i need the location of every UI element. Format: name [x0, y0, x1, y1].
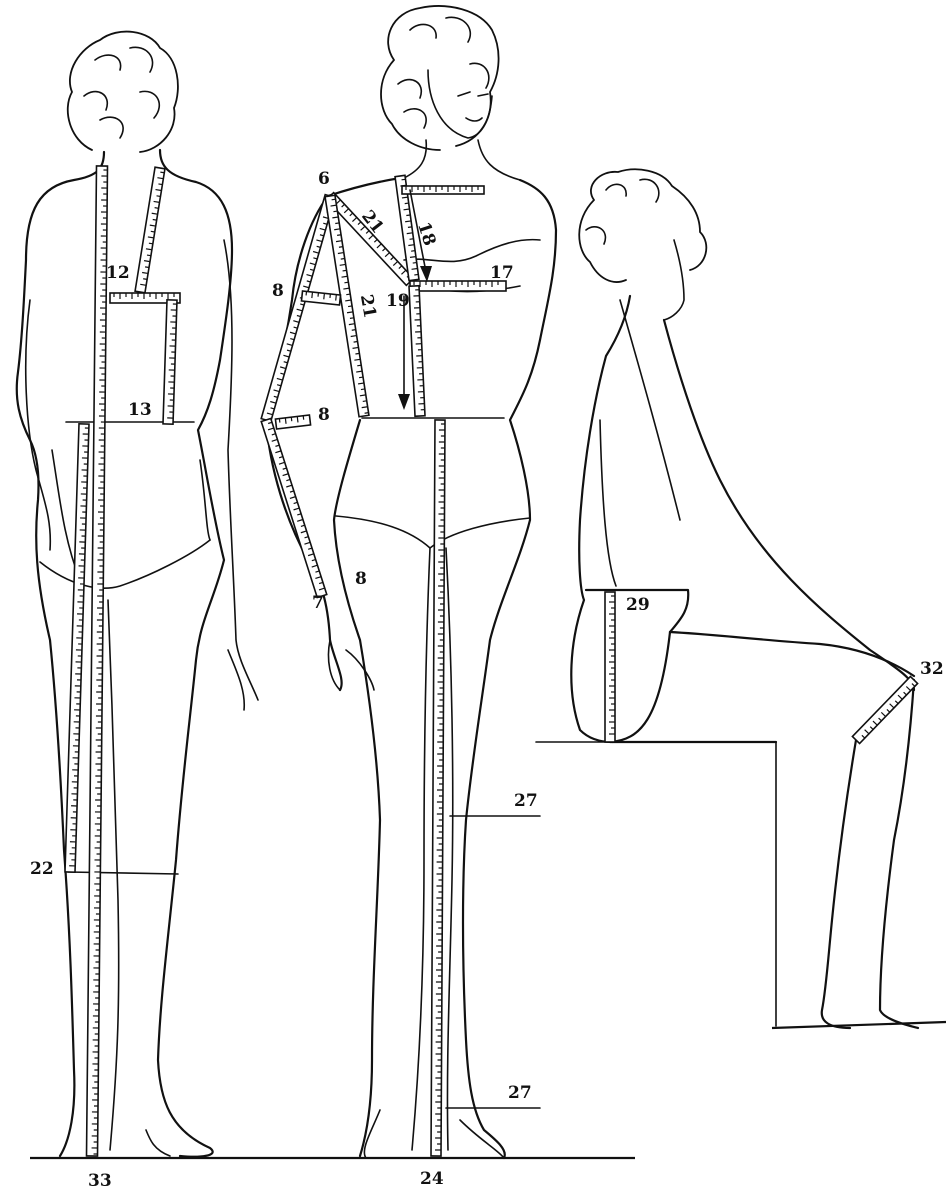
label-21-vertical: 21 [356, 293, 380, 320]
tape-24-leg-length [431, 420, 445, 1156]
front-view-figure [266, 6, 556, 1158]
label-29: 29 [626, 595, 650, 615]
label-19: 19 [386, 291, 410, 311]
seated-shin-back [822, 740, 856, 1028]
tape-6-shoulder-to-wrist [261, 195, 335, 422]
label-17: 17 [490, 263, 514, 283]
seated-back-outline [571, 296, 630, 742]
label-27-knee: 27 [514, 791, 538, 811]
tape-8-upper-arm [301, 291, 340, 305]
label-33: 33 [88, 1171, 112, 1191]
seat-floor-line [772, 1022, 946, 1028]
label-24: 24 [420, 1169, 444, 1189]
front-hair [381, 6, 499, 150]
seated-hair [579, 169, 706, 282]
tape-front-neck-line [402, 186, 484, 194]
label-12: 12 [106, 263, 130, 283]
measuring-tapes [65, 166, 918, 1156]
label-13: 13 [128, 400, 152, 420]
seated-shin-front [880, 680, 918, 1028]
label-27-ankle: 27 [508, 1083, 532, 1103]
tape-33-back-vertical [87, 166, 108, 1156]
tape-13-back-to-waist [163, 300, 177, 424]
tape-back-hip-vertical [65, 424, 89, 872]
label-7: 7 [312, 593, 324, 613]
seated-figure [536, 169, 918, 1028]
label-32: 32 [920, 659, 944, 679]
back-panty-line [40, 540, 210, 588]
front-face [428, 70, 492, 138]
seated-face [664, 240, 684, 320]
tape-front-center [409, 286, 425, 416]
tape-8-forearm [261, 418, 327, 597]
back-view-figure [17, 32, 258, 1157]
tape-29-seat-height [605, 592, 615, 742]
label-6: 6 [318, 169, 330, 189]
front-panty-line [336, 516, 530, 548]
label-8-wrist: 8 [355, 569, 367, 589]
back-right-arm [224, 240, 258, 710]
label-8-upper-arm: 8 [272, 281, 284, 301]
tape-back-shoulder-vertical [135, 167, 165, 293]
tape-32-knee-to-shin [852, 677, 917, 744]
tape-8-forearm-top [275, 415, 310, 429]
label-8-forearm: 8 [318, 405, 330, 425]
label-22: 22 [30, 859, 54, 879]
arrow-19 [398, 296, 410, 410]
measure-22-line [68, 872, 178, 874]
